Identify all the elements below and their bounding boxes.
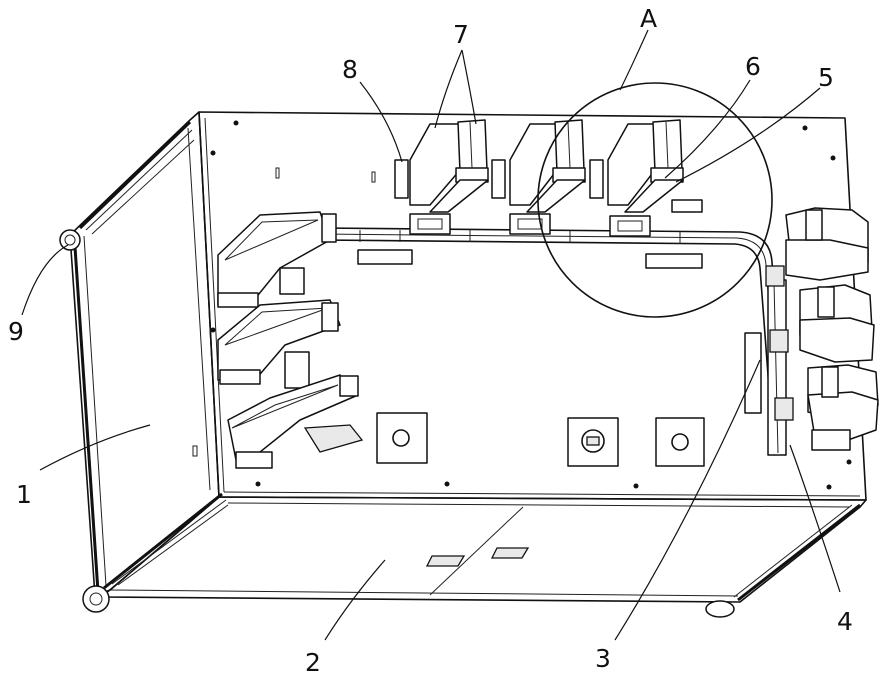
side-bracket — [745, 333, 761, 413]
clamp-module-1 — [395, 120, 488, 212]
caster-bottom-left — [83, 586, 109, 612]
caster-bottom-right — [706, 601, 734, 617]
reference-numerals: 1 2 3 4 5 6 7 8 9 A — [8, 4, 853, 677]
caster-top-left — [60, 230, 80, 250]
clamp-module-3 — [590, 120, 683, 212]
bottom-plate — [100, 497, 866, 602]
label-1: 1 — [16, 480, 32, 509]
slider-2 — [510, 214, 550, 234]
leader-lines — [22, 30, 840, 640]
label-2: 2 — [305, 648, 321, 677]
control-panel — [377, 413, 704, 466]
knob-2 — [656, 418, 704, 466]
top-clamp-modules — [395, 120, 702, 212]
track-bracket-2 — [646, 254, 702, 268]
bottom-slot-2 — [492, 548, 528, 558]
label-6: 6 — [745, 52, 761, 81]
label-8: 8 — [342, 55, 358, 84]
label-9: 9 — [8, 317, 24, 346]
slider-1 — [410, 214, 450, 234]
left-clamp-modules — [218, 212, 362, 468]
knob-1 — [377, 413, 427, 463]
label-7: 7 — [453, 20, 469, 49]
slider-3 — [610, 216, 650, 236]
label-3: 3 — [595, 644, 611, 673]
label-4: 4 — [837, 607, 853, 636]
label-A: A — [640, 4, 657, 33]
track-bracket-1 — [358, 250, 412, 264]
bottom-slot-1 — [427, 556, 464, 566]
label-5: 5 — [818, 63, 834, 92]
